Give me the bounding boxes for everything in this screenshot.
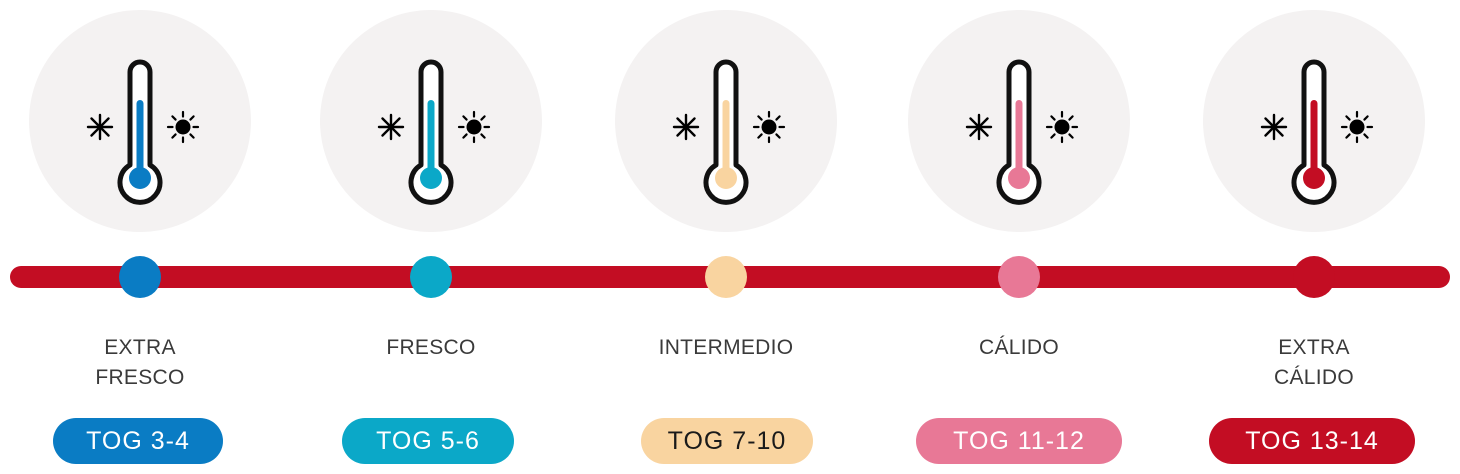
level-label-line: CÁLIDO <box>1274 366 1354 389</box>
thermometer-mercury <box>136 100 144 178</box>
thermometer-mercury <box>722 100 730 178</box>
level-marker <box>410 256 452 298</box>
hot-sun-icon <box>1045 110 1079 144</box>
tog-badge: TOG 5-6 <box>342 418 514 464</box>
hot-sun-icon <box>1340 110 1374 144</box>
hot-sun-icon <box>166 110 200 144</box>
thermometer-body <box>1291 59 1337 205</box>
level-calido: CÁLIDO TOG 11-12 <box>904 0 1134 474</box>
cold-snowflake-icon <box>965 113 993 141</box>
thermometer-body <box>703 59 749 205</box>
level-marker <box>705 256 747 298</box>
level-label-line: FRESCO <box>95 366 185 389</box>
level-label-line: FRESCO <box>386 336 476 359</box>
level-label-line: CÁLIDO <box>979 336 1059 359</box>
thermometer-bulb <box>129 167 151 189</box>
level-label: INTERMEDIO <box>611 333 841 363</box>
cold-snowflake-icon <box>1260 113 1288 141</box>
thermometer-body <box>996 59 1042 205</box>
cold-snowflake-icon <box>672 113 700 141</box>
thermometer-bulb <box>420 167 442 189</box>
thermometer-icon <box>86 59 200 205</box>
level-extra-calido: EXTRA CÁLIDO TOG 13-14 <box>1199 0 1429 474</box>
cold-snowflake-icon <box>377 113 405 141</box>
thermometer-icon <box>1260 59 1374 205</box>
thermometer-bulb <box>1008 167 1030 189</box>
tog-badge: TOG 3-4 <box>53 418 223 464</box>
level-fresco: FRESCO TOG 5-6 <box>316 0 546 474</box>
hot-sun-icon <box>752 110 786 144</box>
level-label-line: EXTRA <box>1278 336 1350 359</box>
level-label-line: EXTRA <box>104 336 176 359</box>
level-label: EXTRA CÁLIDO <box>1199 333 1429 393</box>
tog-badge: TOG 11-12 <box>916 418 1122 464</box>
thermometer-mercury <box>1015 100 1023 178</box>
level-marker <box>998 256 1040 298</box>
level-intermedio: INTERMEDIO TOG 7-10 <box>611 0 841 474</box>
thermometer-icon <box>672 59 786 205</box>
tog-badge: TOG 7-10 <box>641 418 813 464</box>
thermometer-icon <box>965 59 1079 205</box>
thermometer-mercury <box>427 100 435 178</box>
thermometer-bulb <box>1303 167 1325 189</box>
level-marker <box>1293 256 1335 298</box>
level-label-line: INTERMEDIO <box>658 336 794 359</box>
tog-badge: TOG 13-14 <box>1209 418 1415 464</box>
level-marker <box>119 256 161 298</box>
thermometer-mercury <box>1310 100 1318 178</box>
thermometer-icon <box>377 59 491 205</box>
level-label: EXTRA FRESCO <box>25 333 255 393</box>
thermometer-body <box>408 59 454 205</box>
cold-snowflake-icon <box>86 113 114 141</box>
hot-sun-icon <box>457 110 491 144</box>
thermometer-bulb <box>715 167 737 189</box>
level-label: FRESCO <box>316 333 546 363</box>
thermometer-body <box>117 59 163 205</box>
level-extra-fresco: EXTRA FRESCO TOG 3-4 <box>25 0 255 474</box>
level-label: CÁLIDO <box>904 333 1134 363</box>
